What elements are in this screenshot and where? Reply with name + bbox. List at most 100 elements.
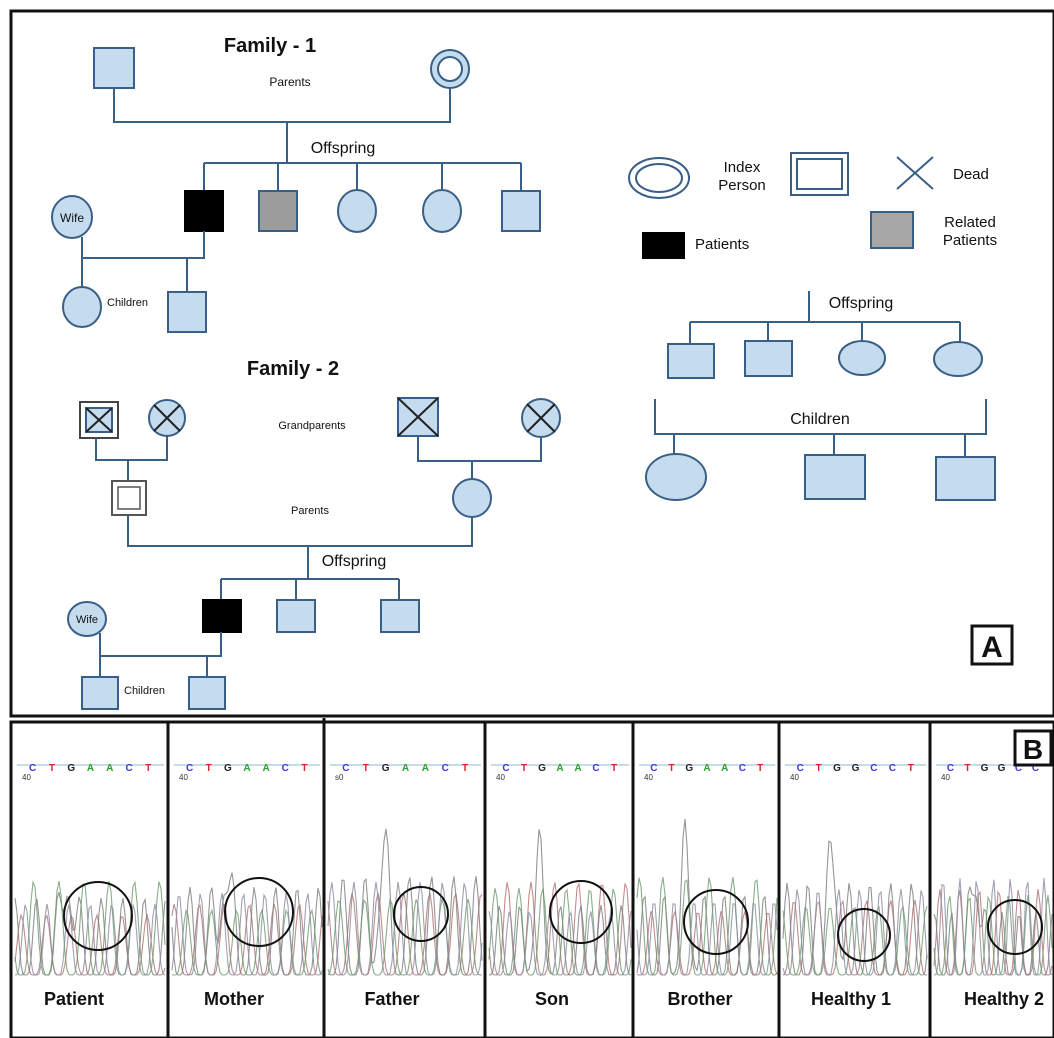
chromatogram-trace [171,872,323,976]
base-call: T [611,763,617,774]
base-call: C [442,763,449,774]
offspring-label: Offspring [311,140,376,157]
child-square-1 [804,454,866,500]
father-square [93,47,135,89]
sample-label-brother: Brother [667,989,732,1009]
base-call: T [964,763,970,774]
generic-pedigree: Offspring Children [645,291,996,501]
panel-b-frame [9,720,1054,1038]
offspring-circle-1 [838,340,886,376]
parents-mating-line [113,88,451,123]
base-call: G [833,763,841,774]
chromatogram-trace [636,819,778,976]
base-call: A [721,763,728,774]
children-label: Children [124,685,165,697]
base-call: G [981,763,989,774]
wife-circle [51,195,93,239]
base-call: A [556,763,563,774]
variant-highlight-circle [224,877,294,947]
base-call: A [422,763,429,774]
base-call: C [797,763,804,774]
legend-index-line2: Person [718,177,766,194]
sample-labels: Patient Mother Father Son Brother Health… [44,989,1044,1009]
base-call: T [206,763,212,774]
position-label: 40 [496,773,505,782]
sample-label-patient: Patient [44,989,104,1009]
base-call: G [224,763,232,774]
sample-label-healthy-1: Healthy 1 [811,989,891,1009]
chromatogram-trace [327,897,482,976]
grandparents-label: Grandparents [278,420,346,432]
base-call: A [703,763,710,774]
chromatogram-trace [636,903,778,976]
chromatogram-trace [488,910,632,976]
legend-patients: Patients [695,236,749,253]
sample-label-son: Son [535,989,569,1009]
brother-1-square [276,599,316,633]
chromatogram-trace [327,881,483,976]
sample-label-mother: Mother [204,989,264,1009]
mother-circle [452,478,492,518]
patient-square [184,190,224,232]
variant-highlight-circle [549,880,613,944]
chromatogram-trace [782,889,928,976]
child-square-2 [935,456,996,501]
base-call: C [502,763,509,774]
child-2-square [188,676,226,710]
child-1-square [81,676,119,710]
parents-mating-line [127,515,473,547]
children-bracket [654,399,987,435]
legend-dead: Dead [953,166,989,183]
position-label: 40 [22,773,31,782]
chromatogram-trace [782,840,928,976]
base-call: T [816,763,822,774]
patients-symbol [642,232,685,259]
base-call: G [67,763,75,774]
base-call: C [739,763,746,774]
base-call: A [574,763,581,774]
base-call: T [908,763,914,774]
position-label: 40 [644,773,653,782]
base-call: G [852,763,860,774]
base-call: C [947,763,954,774]
variant-highlight-circle [63,881,133,951]
chromatogram-trace [14,903,166,976]
children-label: Children [790,411,850,428]
panel-a-label: A [981,631,1003,664]
base-call: C [650,763,657,774]
chromatogram-trace [636,911,778,976]
family-1-title: Family - 1 [224,35,316,57]
brother-square [501,190,541,232]
index-inner-ring [437,56,463,82]
offspring-label: Offspring [829,295,894,312]
base-call: A [402,763,409,774]
variant-highlight-circle [683,889,749,955]
base-call: G [382,763,390,774]
child-circle [645,453,707,501]
base-call: T [49,763,55,774]
base-call: T [669,763,675,774]
base-call: T [521,763,527,774]
base-call: C [342,763,349,774]
wife-label: Wife [60,211,84,225]
sample-label-father: Father [364,989,419,1009]
position-label: 40 [790,773,799,782]
chromatogram-trace [636,877,778,976]
base-call: T [301,763,307,774]
position-label: 40 [179,773,188,782]
parents-label: Parents [291,505,329,517]
chromatogram-trace [171,903,323,976]
panel-a-label-box [970,624,1014,666]
variant-highlight-circle [393,886,449,942]
legend-related-line1: Related [944,214,996,231]
base-call: G [538,763,546,774]
panel-a: Family - 1 Parents Offspring Wife [9,9,1054,718]
chromatogram-trace [488,829,632,976]
base-call: A [87,763,94,774]
offspring-square-2 [744,340,793,377]
base-call: A [263,763,270,774]
sample-label-healthy-2: Healthy 2 [964,989,1044,1009]
chromatogram-trace [488,887,632,976]
base-call: T [145,763,151,774]
